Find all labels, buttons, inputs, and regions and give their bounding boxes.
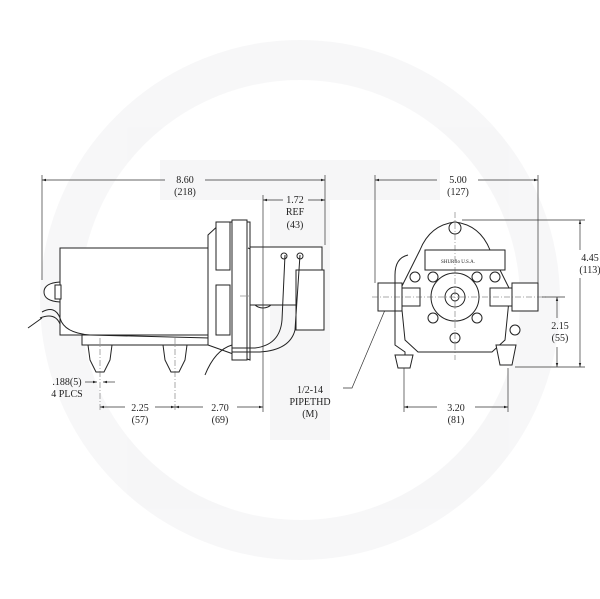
front-view: SHURflo U.S.A. 5.00 (127) 4.45 (113) 2.1… [372, 175, 600, 426]
side-view: 8.60 (218) 1.72 REF (43) .188(5) 4 PLCS … [27, 175, 326, 426]
port-note-line3: (M) [302, 409, 318, 420]
dim-port-height-mm: (55) [552, 333, 569, 344]
port-thread-note: 1/2-14 PIPETHD (M) [289, 309, 386, 420]
label-plate: SHURflo U.S.A. [441, 260, 475, 265]
dim-front-foot-spacing-mm: (81) [448, 415, 465, 426]
dim-height: 4.45 [581, 253, 599, 264]
dim-hole-diameter: .188(5) [52, 377, 81, 388]
dim-foot-to-port-mm: (69) [212, 415, 229, 426]
port-note-line1: 1/2-14 [297, 385, 323, 396]
mounting-feet [87, 338, 188, 412]
dim-front-foot-spacing: 3.20 [447, 403, 465, 414]
dim-overall-length-mm: (218) [174, 187, 196, 198]
dim-hole-count: 4 PLCS [51, 389, 82, 400]
dim-foot-to-port: 2.70 [211, 403, 229, 414]
dim-ref-length: 1.72 [286, 195, 304, 206]
port-note-line2: PIPETHD [289, 397, 330, 408]
dim-width-mm: (127) [447, 187, 469, 198]
dim-ref-length-mm: (43) [287, 220, 304, 231]
dim-width: 5.00 [449, 175, 467, 186]
pump-head [207, 219, 290, 361]
dim-overall-length: 8.60 [176, 175, 194, 186]
dim-foot-spacing: 2.25 [131, 403, 149, 414]
switch-housing [204, 246, 325, 376]
dim-ref-label: REF [286, 207, 305, 218]
dim-foot-spacing-mm: (57) [132, 415, 149, 426]
dim-height-mm: (113) [579, 265, 600, 276]
dim-port-height: 2.15 [551, 321, 569, 332]
